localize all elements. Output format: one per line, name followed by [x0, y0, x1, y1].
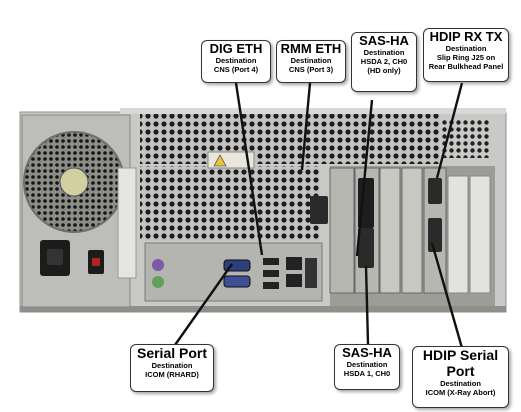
- callout-dig-eth: DIG ETH Destination CNS (Port 4): [201, 40, 271, 83]
- callout-serial-port: Serial Port Destination ICOM (RHARD): [130, 344, 214, 392]
- slot-bracket-3: [379, 167, 401, 294]
- callout-title: DIG ETH: [209, 41, 263, 56]
- pointer-sas-ha-bottom: [364, 265, 370, 345]
- pointer-serial-port: [174, 263, 233, 346]
- callout-title: Serial Port: [136, 345, 208, 361]
- slot-bracket-4: [401, 167, 423, 294]
- usb-port-2: [263, 270, 279, 277]
- callout-hdip-serial-port: HDIP Serial Port Destination ICOM (X-Ray…: [412, 346, 509, 408]
- pointer-rmm-eth: [300, 82, 312, 171]
- callout-destination-detail: ICOM (RHARD): [145, 370, 199, 379]
- callout-title: RMM ETH: [280, 41, 342, 56]
- callout-title: SAS-HA: [342, 345, 392, 360]
- chassis-top-edge: [120, 108, 506, 114]
- ps2-keyboard-port: [152, 259, 164, 271]
- callout-hdip-rx-tx: HDIP RX TX Destination Slip Ring J25 on …: [423, 28, 509, 82]
- callout-destination-detail: ICOM (X-Ray Abort): [425, 388, 496, 397]
- slot-bracket-1: [329, 167, 355, 294]
- callout-destination-label: Destination: [151, 361, 193, 370]
- vga-port: [223, 275, 251, 288]
- serial-db9-port: [223, 259, 251, 272]
- chassis-bottom-shadow: [20, 306, 506, 312]
- callout-title: HDIP Serial: [422, 347, 499, 363]
- pointer-hdip-serial: [430, 242, 464, 349]
- ethernet-port-2: [286, 274, 302, 287]
- callout-destination-label: Destination: [346, 360, 388, 369]
- callout-destination-label: Destination: [440, 379, 481, 388]
- usb-port-1: [263, 258, 279, 265]
- io-shield: [144, 242, 323, 302]
- callout-destination-label: Destination: [215, 56, 257, 65]
- callout-rmm-eth: RMM ETH Destination CNS (Port 3): [276, 40, 346, 83]
- callout-destination-detail: CNS (Port 4): [213, 65, 259, 74]
- slot-bracket-7: [469, 175, 491, 294]
- callout-destination-detail: CNS (Port 3): [288, 65, 334, 74]
- ps2-mouse-port: [152, 276, 164, 288]
- pointer-hdip-rx-tx: [435, 82, 464, 179]
- ethernet-port-1: [286, 257, 302, 270]
- callout-title: SAS-HA: [359, 33, 409, 48]
- usb-port-3: [263, 282, 279, 289]
- sas-connector-2: [358, 228, 374, 268]
- callout-destination-label: Destination: [445, 44, 487, 53]
- pointer-sas-ha-top: [355, 99, 374, 257]
- callout-destination-note: (HD only): [367, 66, 401, 75]
- callout-sas-ha-bottom: SAS-HA Destination HSDA 1, CH0: [334, 344, 400, 390]
- hdip-rxtx-connector: [428, 178, 442, 204]
- slot-bracket-6: [447, 175, 469, 294]
- callout-destination-label: Destination: [290, 56, 332, 65]
- callout-sas-ha-top: SAS-HA Destination HSDA 2, CH0 (HD only): [351, 32, 417, 92]
- callout-title-line-2: Port: [446, 363, 475, 379]
- psu-label: [117, 167, 137, 279]
- top-vent: [140, 114, 440, 164]
- pointer-dig-eth: [234, 82, 264, 256]
- callout-title: HDIP RX TX: [429, 29, 503, 44]
- psu-fan-hub: [59, 167, 89, 197]
- callout-destination-note: Rear Bulkhead Panel: [428, 62, 504, 71]
- middle-vent: [140, 166, 320, 241]
- hdip-serial-connector: [428, 218, 442, 252]
- callout-destination-label: Destination: [363, 48, 405, 57]
- callout-destination-detail: HSDA 2, CH0: [360, 57, 408, 66]
- callout-destination-detail: Slip Ring J25 on: [436, 53, 496, 62]
- callout-destination-detail: HSDA 1, CH0: [343, 369, 391, 378]
